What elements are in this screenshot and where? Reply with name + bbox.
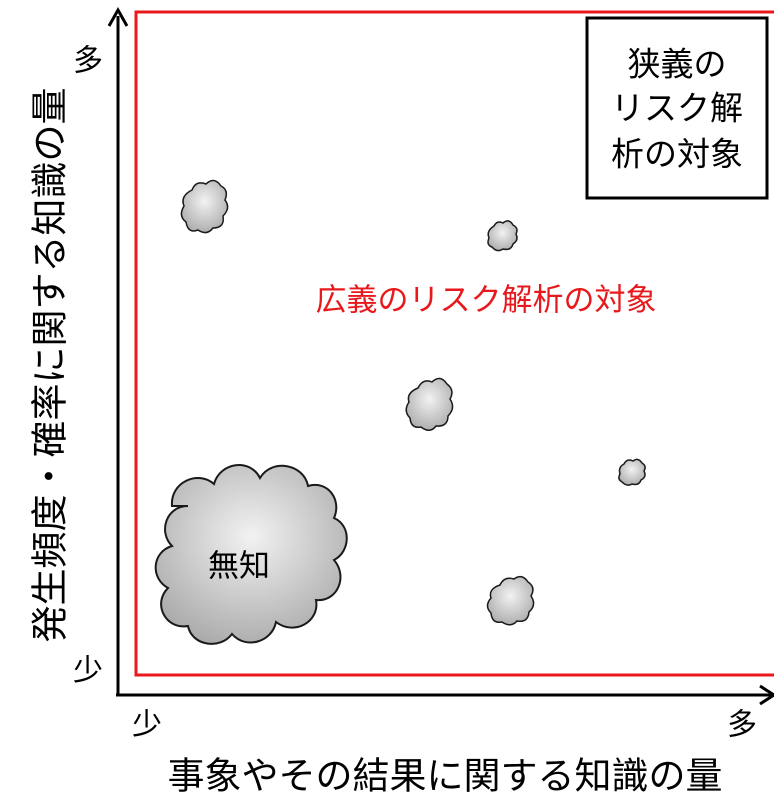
y-axis-arrowhead bbox=[107, 6, 129, 27]
x-axis-title: 事象やその結果に関する知識の量 bbox=[168, 755, 723, 798]
broad-region-frame bbox=[134, 10, 774, 677]
narrow-definition-line-1: 狭義の bbox=[628, 45, 727, 84]
uncertainty-cloud bbox=[180, 179, 229, 234]
y-axis-high-label: 多 bbox=[73, 44, 103, 79]
narrow-definition-line-3: 析の対象 bbox=[611, 135, 743, 174]
small-clouds bbox=[180, 179, 646, 626]
y-axis-low-label: 少 bbox=[73, 654, 103, 689]
narrow-definition-box bbox=[585, 16, 769, 200]
narrow-definition-line-2: リスク解 bbox=[611, 89, 743, 128]
uncertainty-cloud bbox=[487, 220, 518, 252]
uncertainty-cloud bbox=[486, 575, 535, 626]
broad-region-label: 広義のリスク解析の対象 bbox=[316, 283, 657, 319]
x-axis-high-label: 多 bbox=[727, 708, 757, 743]
x-axis-arrowhead bbox=[759, 684, 774, 706]
y-axis-title: 発生頻度・確率に関する知識の量 bbox=[29, 88, 72, 643]
uncertainty-cloud bbox=[405, 377, 454, 431]
uncertainty-cloud bbox=[618, 458, 646, 486]
ignorance-label: 無知 bbox=[208, 549, 270, 585]
x-axis-low-label: 少 bbox=[132, 708, 162, 743]
ignorance-cloud bbox=[154, 464, 348, 645]
